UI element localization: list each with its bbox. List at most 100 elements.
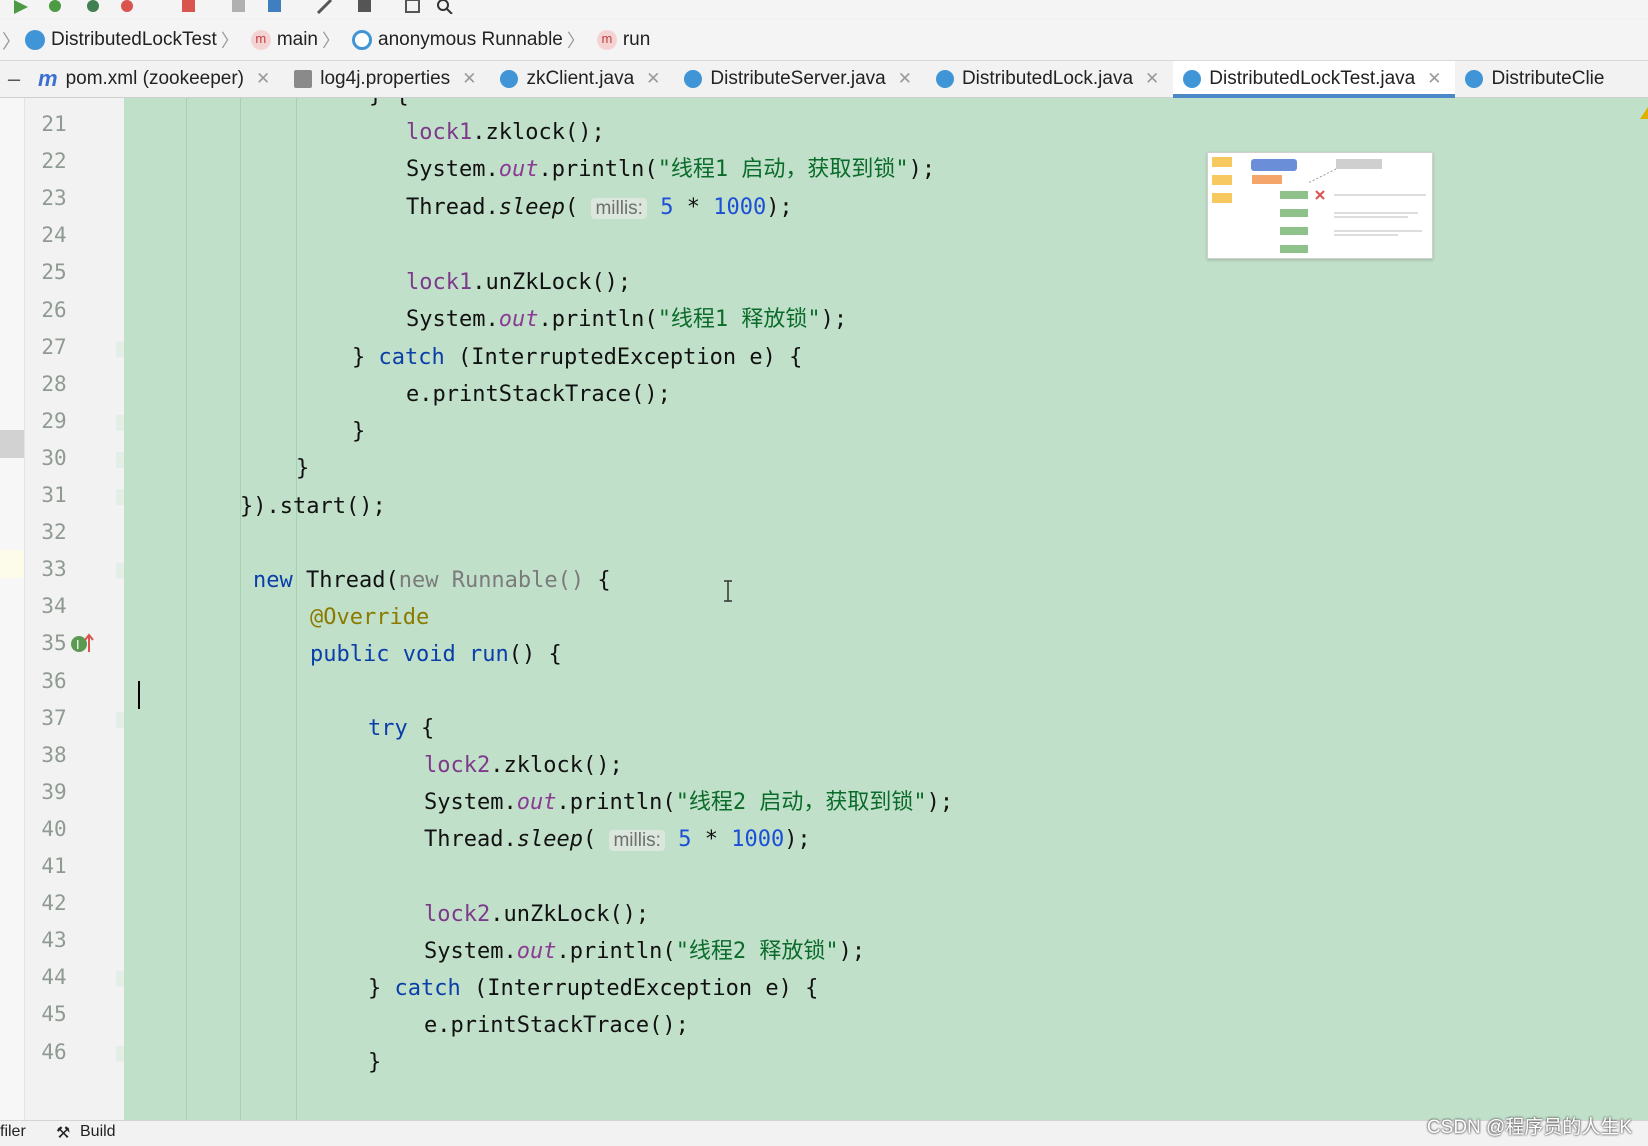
line-number: 45 xyxy=(41,1002,67,1027)
properties-icon xyxy=(294,70,313,88)
gutter-marker xyxy=(0,550,24,578)
profiler-tab[interactable]: filer xyxy=(0,1123,26,1140)
line-number: 46 xyxy=(41,1039,67,1064)
close-icon[interactable]: ✕ xyxy=(256,69,271,88)
fold-marker[interactable] xyxy=(116,414,124,431)
code-editor[interactable]: } { lock1.zklock(); System.out.println("… xyxy=(124,98,1648,1120)
tab-pom-xml[interactable]: m pom.xml (zookeeper) ✕ xyxy=(28,61,284,97)
close-icon[interactable]: ✕ xyxy=(897,69,912,88)
class-icon xyxy=(684,70,703,88)
build-icon[interactable] xyxy=(230,0,248,14)
wrench-icon[interactable] xyxy=(316,0,334,15)
line-number: 23 xyxy=(41,186,67,211)
fold-marker[interactable] xyxy=(116,451,124,468)
override-method-icon[interactable]: I xyxy=(70,632,94,656)
coverage-icon[interactable] xyxy=(84,0,102,14)
gutter-strip xyxy=(0,98,25,1120)
code-line-31: }).start(); xyxy=(240,494,386,519)
tab-label: DistributedLock.java xyxy=(961,68,1134,89)
tab-label: zkClient.java xyxy=(526,68,635,89)
line-number: 43 xyxy=(41,928,67,953)
fold-marker[interactable] xyxy=(116,489,124,505)
line-number: 39 xyxy=(41,779,67,804)
code-line-46: } xyxy=(368,1050,382,1075)
tab-label: log4j.properties xyxy=(320,68,451,89)
line-number: 24 xyxy=(41,223,67,248)
breadcrumb-label: anonymous Runnable xyxy=(378,29,563,50)
class-icon xyxy=(500,70,519,88)
diagram-thumbnail[interactable] xyxy=(1207,152,1433,259)
fold-marker[interactable] xyxy=(116,563,124,580)
line-number: 42 xyxy=(41,891,67,916)
search-icon[interactable] xyxy=(436,0,454,15)
line-number: 33 xyxy=(41,557,67,582)
tab-distributeclient[interactable]: DistributeClie xyxy=(1455,61,1618,97)
close-icon[interactable]: ✕ xyxy=(646,69,661,88)
breadcrumb-anonymous[interactable]: anonymous Runnable 〉 xyxy=(352,27,591,53)
method-icon: m xyxy=(250,30,271,50)
text-cursor-icon xyxy=(722,580,734,602)
window-icon[interactable] xyxy=(404,0,422,14)
indent-guide xyxy=(296,98,297,1120)
breadcrumb-label: main xyxy=(276,29,318,50)
tab-distributeserver[interactable]: DistributeServer.java ✕ xyxy=(674,61,926,97)
build-tab[interactable]: Build xyxy=(80,1123,116,1140)
close-icon[interactable]: ✕ xyxy=(1427,69,1442,88)
line-number: 29 xyxy=(41,408,67,433)
run-icon[interactable] xyxy=(12,0,30,14)
fold-marker[interactable] xyxy=(116,340,124,357)
code-line-22: System.out.println("线程1 启动，获取到锁"); xyxy=(406,157,936,182)
code-line-44: } catch (InterruptedException e) { xyxy=(368,976,819,1001)
tab-label: DistributeClie xyxy=(1491,68,1605,89)
structure-icon[interactable] xyxy=(356,0,374,14)
line-number: 40 xyxy=(41,816,67,841)
breadcrumb-label: run xyxy=(622,29,651,50)
class-icon xyxy=(25,30,46,50)
line-number: 27 xyxy=(41,334,67,359)
tab-distributedlock[interactable]: DistributedLock.java ✕ xyxy=(926,61,1173,97)
param-hint: millis: xyxy=(609,830,665,851)
code-line-43: System.out.println("线程2 释放锁"); xyxy=(424,939,866,964)
close-icon[interactable]: ✕ xyxy=(462,69,477,88)
code-line-28: e.printStackTrace(); xyxy=(406,382,671,407)
breadcrumb-method-main[interactable]: m main 〉 xyxy=(250,27,346,53)
warning-icon[interactable] xyxy=(1638,106,1648,119)
svg-text:I: I xyxy=(76,638,80,652)
code-line-21: lock1.zklock(); xyxy=(406,120,605,145)
stop-icon[interactable] xyxy=(180,0,198,14)
method-icon: m xyxy=(596,30,617,50)
line-number: 35 xyxy=(41,631,67,656)
tab-zkclient[interactable]: zkClient.java ✕ xyxy=(490,61,674,97)
tabs-menu-icon[interactable]: – xyxy=(7,66,21,91)
code-line-27: } catch (InterruptedException e) { xyxy=(352,345,803,370)
breadcrumb-class[interactable]: DistributedLockTest 〉 xyxy=(25,27,245,53)
close-icon[interactable]: ✕ xyxy=(1145,69,1160,88)
update-icon[interactable] xyxy=(266,0,284,14)
breadcrumb: 〉 DistributedLockTest 〉 m main 〉 anonymo… xyxy=(0,20,1648,61)
code-line-40: Thread.sleep( millis: 5 * 1000); xyxy=(424,827,811,852)
tab-label: pom.xml (zookeeper) xyxy=(65,68,245,89)
tab-distributedlocktest[interactable]: DistributedLockTest.java ✕ xyxy=(1173,61,1456,98)
code-line-26: System.out.println("线程1 释放锁"); xyxy=(406,307,848,332)
fold-marker[interactable] xyxy=(116,971,124,988)
line-number: 22 xyxy=(41,149,67,174)
profile-icon[interactable] xyxy=(118,0,136,14)
gutter-marker xyxy=(0,430,24,458)
fold-marker[interactable] xyxy=(116,711,124,728)
debug-icon[interactable] xyxy=(46,0,64,14)
watermark: CSDN @程序员的人生K xyxy=(1426,1117,1632,1138)
line-number: 37 xyxy=(41,705,67,730)
line-number: 28 xyxy=(41,371,67,396)
line-number: 31 xyxy=(41,483,67,507)
tab-log4j-properties[interactable]: log4j.properties ✕ xyxy=(284,61,490,97)
code-line-45: e.printStackTrace(); xyxy=(424,1013,689,1038)
text-caret xyxy=(138,681,140,709)
code-line-29: } xyxy=(352,419,366,444)
fold-marker[interactable] xyxy=(116,1045,124,1062)
breadcrumb-sep: 〉 xyxy=(2,31,22,53)
breadcrumb-method-run[interactable]: m run xyxy=(596,29,651,51)
maven-icon: m xyxy=(38,66,58,91)
string-literal: "线程1 释放锁" xyxy=(657,307,821,332)
breadcrumb-sep: 〉 xyxy=(322,31,340,51)
